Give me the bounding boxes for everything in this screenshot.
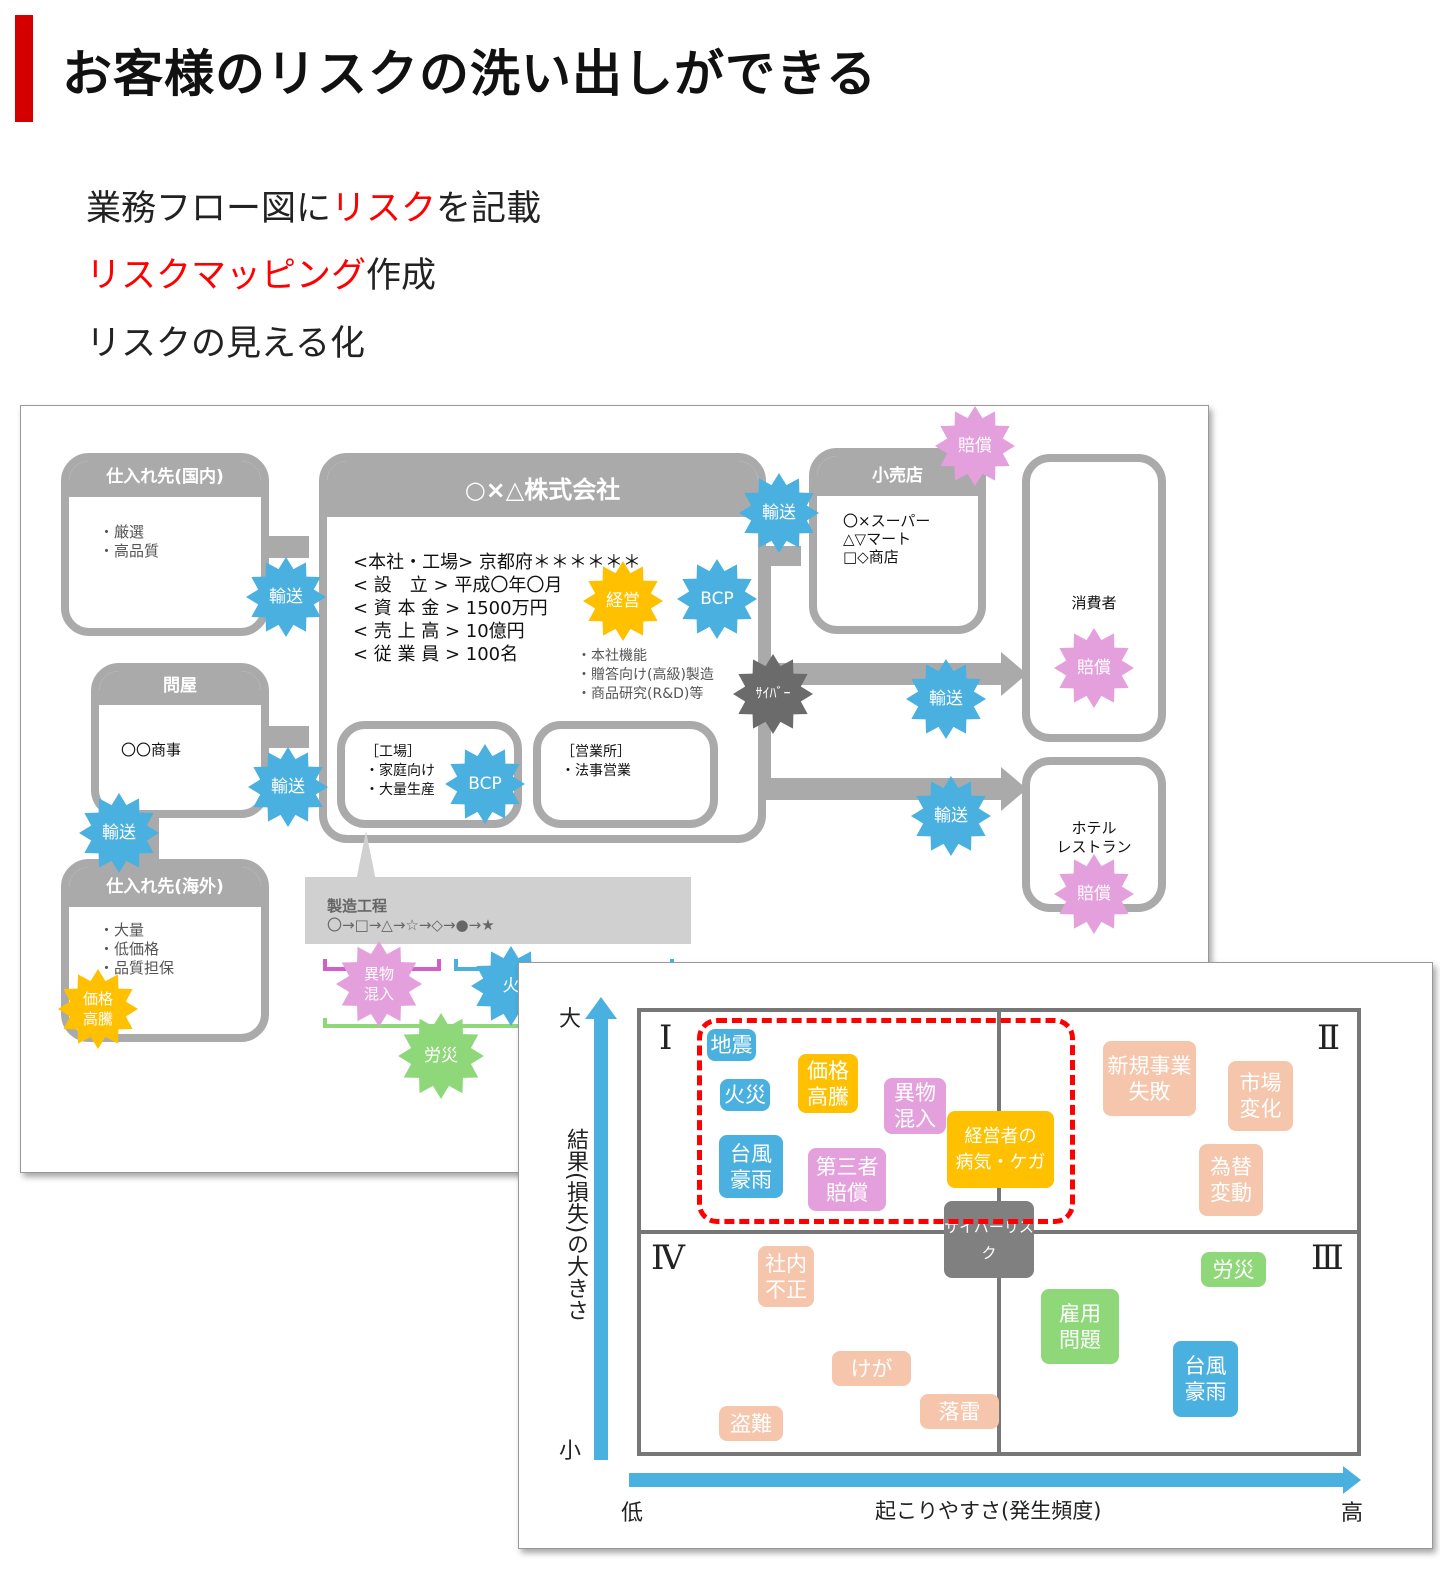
bullet-highlight: リスク [331,189,437,229]
risk-tile: 価格 高騰 [798,1054,858,1113]
risk-tile: 火災 [720,1079,770,1111]
quadrant-label-2: Ⅱ [1317,1018,1341,1058]
page-title: お客様のリスクの洗い出しができる [62,45,877,103]
risk-tile: 新規事業 失敗 [1103,1041,1196,1116]
callout-pointer [356,831,376,881]
risk-tile: 盗難 [719,1406,783,1441]
y-axis-low-label: 小 [559,1439,582,1464]
x-axis-arrowhead [1343,1466,1361,1494]
priority-risk-highlight [697,1018,1075,1224]
sales-office-text: ［営業所］ ・法事営業 [561,744,631,779]
company-info: <本社・工場> 京都府＊＊＊＊＊＊ < 設 立 > 平成〇年〇月 < 資 本 金… [353,552,641,665]
quadrant-label-3: Ⅲ [1311,1238,1344,1278]
x-axis-low-label: 低 [621,1501,644,1526]
risk-tile: 落雷 [920,1394,999,1429]
flow-arrow [269,536,309,558]
risk-star-contamination: 異物 混入 [336,941,422,1027]
box-body: 〇〇商事 [121,741,182,759]
x-axis-arrow [629,1473,1345,1487]
box-title: ホテル レストラン [1056,819,1132,856]
process-callout: 製造工程 〇→□→△→☆→◇→●→★ [305,877,691,944]
flow-arrow [269,726,309,748]
process-steps: 〇→□→△→☆→◇→●→★ [327,916,495,934]
bullet-text: 作成 [366,256,437,296]
risk-tile: 労災 [1201,1252,1266,1287]
bullet-1: 業務フロー図にリスクを記載 [86,180,541,231]
box-body: 〇×スーパー △▽マート □◇商店 [843,512,931,566]
process-title: 製造工程 [327,897,388,915]
bullet-highlight: リスクマッピング [86,256,367,296]
box-title: 消費者 [1071,594,1117,612]
risk-tile: 台風 豪雨 [719,1135,783,1198]
risk-tile: 台風 豪雨 [1173,1341,1238,1417]
quadrant-label-4: Ⅳ [651,1238,685,1278]
bullet-text: を記載 [436,189,542,229]
quadrant-label-1: Ⅰ [659,1018,673,1058]
risk-tile: 雇用 問題 [1041,1289,1119,1364]
box-title: 仕入れ先(国内) [69,461,261,497]
flow-arrow [761,546,801,566]
sales-office-box: ［営業所］ ・法事営業 [533,721,718,828]
box-title: 小売店 [817,456,978,496]
box-title: 問屋 [99,671,261,705]
risk-tile: けが [832,1351,911,1386]
risk-matrix-slide: 大 小 結果(損失)の大きさ 低 高 起こりやすさ(発生頻度) Ⅰ Ⅱ Ⅲ Ⅳ … [518,962,1433,1549]
risk-tile: 経営者の 病気・ケガ [947,1111,1054,1188]
box-title: 仕入れ先(海外) [69,867,261,907]
risk-tile: 地震 [707,1029,756,1061]
risk-tile: 異物 混入 [884,1078,946,1134]
risk-tile: 市場 変化 [1228,1061,1293,1131]
x-axis-label: 起こりやすさ(発生頻度) [875,1499,1102,1523]
risk-tile: 為替 変動 [1199,1144,1263,1216]
y-axis-arrow [594,1013,608,1460]
box-body: ・厳選 ・高品質 [99,523,160,560]
y-axis-arrowhead [585,997,617,1019]
supplier-domestic-box: 仕入れ先(国内) ・厳選 ・高品質 [61,453,269,636]
risk-tile: 社内 不正 [758,1246,814,1307]
wholesaler-box: 問屋 〇〇商事 [91,663,269,818]
business-flow-slide: 仕入れ先(国内) ・厳選 ・高品質 ○×△株式会社 <本社・工場> 京都府＊＊＊… [20,405,1209,1173]
company-title: ○×△株式会社 [327,461,758,517]
bullet-text: リスクの見える化 [86,324,365,364]
bullet-2: リスクマッピング作成 [86,247,436,298]
y-axis-high-label: 大 [559,1007,582,1032]
y-axis-label: 結果(損失)の大きさ [563,1128,588,1322]
company-functions: ・本社機能 ・贈答向け(高級)製造 ・商品研究(R&D)等 [577,648,714,702]
bullet-3: リスクの見える化 [86,315,365,366]
x-axis-high-label: 高 [1341,1501,1364,1526]
bullet-text: 業務フロー図に [86,189,332,229]
box-body: ・大量 ・低価格 ・品質担保 [99,921,175,977]
factory-text: ［工場］ ・家庭向け ・大量生産 [365,744,435,798]
risk-tile: 第三者 賠償 [808,1148,886,1211]
title-accent-bar [15,15,33,122]
consumer-box: 消費者 [1022,454,1166,742]
